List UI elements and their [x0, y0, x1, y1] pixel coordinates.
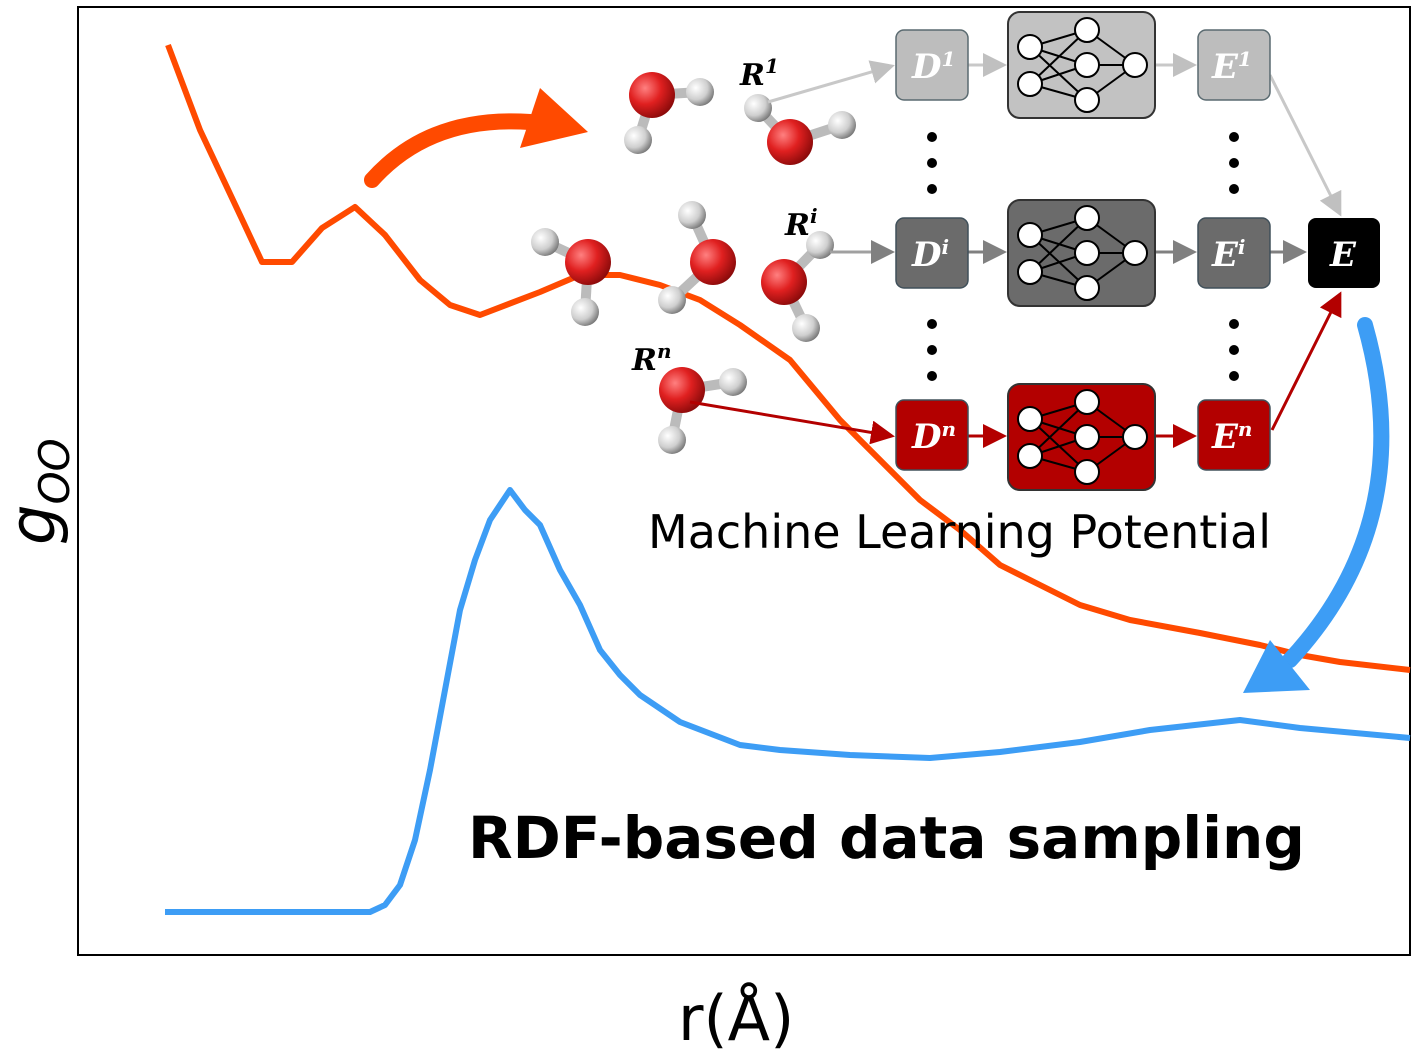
rdf-caption: RDF-based data sampling	[468, 804, 1305, 872]
input-label-r1: R1	[739, 54, 779, 93]
nn-node	[1017, 406, 1043, 432]
blue-rdf-curve	[165, 487, 1411, 915]
orange-arrow	[364, 88, 588, 188]
svg-text:E1: E1	[1211, 47, 1252, 87]
y-axis-label: gOO	[0, 438, 79, 545]
svg-text:Ei: Ei	[1211, 235, 1246, 275]
mlp-caption: Machine Learning Potential	[648, 505, 1271, 559]
nn-node	[1017, 222, 1043, 248]
nn-node	[1074, 275, 1100, 301]
nn-node	[1074, 205, 1100, 231]
descriptor-box-i	[895, 217, 969, 289]
neural-net-nodes	[1017, 17, 1148, 485]
nn-node	[1074, 389, 1100, 415]
energy-box-1	[1197, 29, 1271, 101]
nn-node	[1122, 424, 1148, 450]
nn-node	[1122, 52, 1148, 78]
nn-node	[1074, 459, 1100, 485]
orange-rdf-curve	[165, 43, 1411, 673]
nn-node	[1122, 240, 1148, 266]
nn-edge	[1029, 217, 1088, 273]
nn-node	[1074, 240, 1100, 266]
nn-node	[1017, 443, 1043, 469]
input-label-rn: Rn	[631, 339, 671, 378]
nn-edge	[1029, 29, 1088, 85]
x-axis-label: r(Å)	[678, 982, 794, 1054]
svg-text:Dn: Dn	[911, 417, 956, 457]
energy-box-n	[1197, 399, 1271, 471]
total-energy-box	[1308, 218, 1380, 288]
total-energy-label: E	[1329, 235, 1357, 275]
connector-arrows	[689, 53, 1342, 448]
plot-frame	[77, 6, 1411, 956]
water-molecules	[531, 72, 856, 454]
nn-node	[1074, 424, 1100, 450]
energy-box-i	[1197, 217, 1271, 289]
ellipsis-dots	[927, 132, 1239, 381]
nn-node	[1074, 52, 1100, 78]
descriptor-box-1	[895, 29, 969, 101]
nn-edge	[1029, 401, 1088, 457]
nn-node	[1017, 34, 1043, 60]
svg-text:Di: Di	[911, 235, 949, 275]
nn-node	[1017, 71, 1043, 97]
blue-arrow	[1243, 317, 1390, 693]
nn-node	[1074, 87, 1100, 113]
svg-text:En: En	[1211, 417, 1252, 457]
svg-text:D1: D1	[911, 47, 955, 87]
nn-node	[1017, 259, 1043, 285]
descriptor-box-n	[895, 399, 969, 471]
input-label-ri: Ri	[784, 204, 818, 243]
nn-node	[1074, 17, 1100, 43]
